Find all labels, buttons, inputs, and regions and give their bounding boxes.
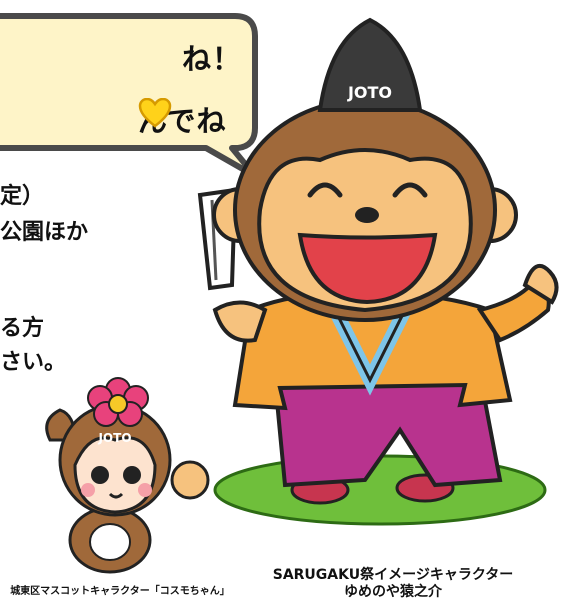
main-caption-line-1: SARUGAKU祭イメージキャラクター (272, 567, 514, 583)
open-hand (522, 263, 559, 305)
speech-bubble: ね！ んでね (0, 6, 260, 179)
main-character-caption: SARUGAKU祭イメージキャラクター ゆめのや猿之介 (238, 567, 548, 601)
heart-icon (138, 98, 172, 128)
speech-bubble-shape (0, 13, 258, 179)
mascot-illustration: JOTO (45, 377, 210, 574)
bubble-line-2: んでね (138, 98, 227, 140)
body-text-line-1: 定） (0, 184, 45, 209)
mascot-hat-label: JOTO (97, 431, 131, 445)
mouth (297, 232, 438, 305)
bubble-line-1: ね！ (182, 42, 243, 76)
body-text-line-3: る方 (0, 316, 45, 341)
body-text-line-2: 公園ほか (0, 220, 89, 245)
main-hat-label: JOTO (347, 83, 392, 102)
body-text-line-4: さい。 (0, 350, 67, 375)
eboshi-hat (317, 17, 423, 112)
main-caption-line-2: ゆめのや猿之介 (344, 584, 442, 600)
mascot-caption: 城東区マスコットキャラクター「コスモちゃん」 (10, 586, 230, 597)
main-character-illustration: JOTO (197, 17, 559, 526)
cosmos-flower (87, 377, 149, 427)
